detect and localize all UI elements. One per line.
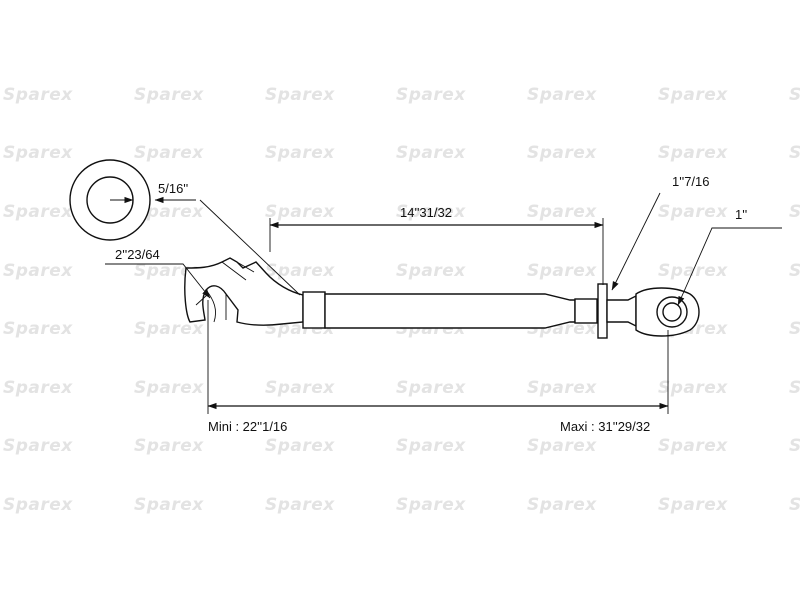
watermark-text: Sparex [658,378,728,398]
watermark-text: Sparex [789,261,800,281]
watermark-text: Sparex [134,495,204,515]
ball-end [606,287,700,337]
watermark-text: Sparex [527,261,597,281]
watermark-text: Sparex [396,143,466,163]
hook-inner-edge [205,289,227,323]
watermark-text: Sparex [134,436,204,456]
watermark-text: Sparex [3,143,73,163]
watermark-text: Sparex [134,319,204,339]
watermark-text: Sparex [396,261,466,281]
lock-nut [597,283,608,339]
hook-opening-leader [105,263,211,299]
watermark-text: Sparex [134,143,204,163]
watermark-text: Sparex [527,85,597,105]
watermark-text: Sparex [789,378,800,398]
watermark-text: Sparex [396,85,466,105]
watermark-text: Sparex [3,495,73,515]
label-hook-opening: 2''23/64 [115,247,160,262]
watermark-text: Sparex [134,202,204,222]
watermark-text: Sparex [134,85,204,105]
tube-body [324,293,576,329]
watermark-text: Sparex [265,261,335,281]
watermark-text: Sparex [658,495,728,515]
ball-end-neck [606,294,637,328]
watermark-text: Sparex [658,143,728,163]
watermark-text: Sparex [265,495,335,515]
ball-leader [677,227,782,306]
watermark-text: Sparex [789,319,800,339]
watermark-text: Sparex [134,378,204,398]
watermark-text: Sparex [658,202,728,222]
watermark-text: Sparex [3,261,73,281]
watermark-text: Sparex [658,436,728,456]
watermark-text: Sparex [527,202,597,222]
watermark-text: Sparex [527,143,597,163]
hook-slots [221,257,255,281]
watermark-text: Sparex [658,85,728,105]
ball-inner [662,302,682,322]
watermark-text: Sparex [527,436,597,456]
watermark-text: Sparex [396,495,466,515]
watermark-text: Sparex [527,378,597,398]
watermark-text: Sparex [789,436,800,456]
watermark-text: Sparex [3,85,73,105]
watermark-text: Sparex [396,436,466,456]
watermark-text: Sparex [265,202,335,222]
watermark-text: Sparex [396,202,466,222]
watermark-text: Sparex [789,202,800,222]
label-hole-diameter: 5/16'' [158,181,188,196]
dimension-lines [105,192,782,414]
watermark-text: Sparex [265,143,335,163]
watermark-text: Sparex [265,378,335,398]
hole-detail [69,159,196,241]
watermark-text: Sparex [3,319,73,339]
nut-leader [611,192,661,291]
tube [302,283,608,339]
label-max-length: Maxi : 31''29/32 [560,419,650,434]
label-min-length: Mini : 22''1/16 [208,419,287,434]
watermark-text: Sparex [789,495,800,515]
watermark-text: Sparex [789,85,800,105]
watermark-text: Sparex [265,85,335,105]
tube-thread [574,298,598,324]
watermark-text: Sparex [3,378,73,398]
hole-to-hook-leader [199,199,301,296]
label-tube-length: 14''31/32 [400,205,452,220]
tube-collar-left [302,291,326,329]
watermark-text: Sparex [265,436,335,456]
watermark-text: Sparex [789,143,800,163]
watermark-text: Sparex [396,378,466,398]
label-nut-size: 1''7/16 [672,174,710,189]
label-ball-size: 1'' [735,207,747,222]
watermark-text: Sparex [3,436,73,456]
watermark-text: Sparex [3,202,73,222]
watermark-text: Sparex [527,495,597,515]
